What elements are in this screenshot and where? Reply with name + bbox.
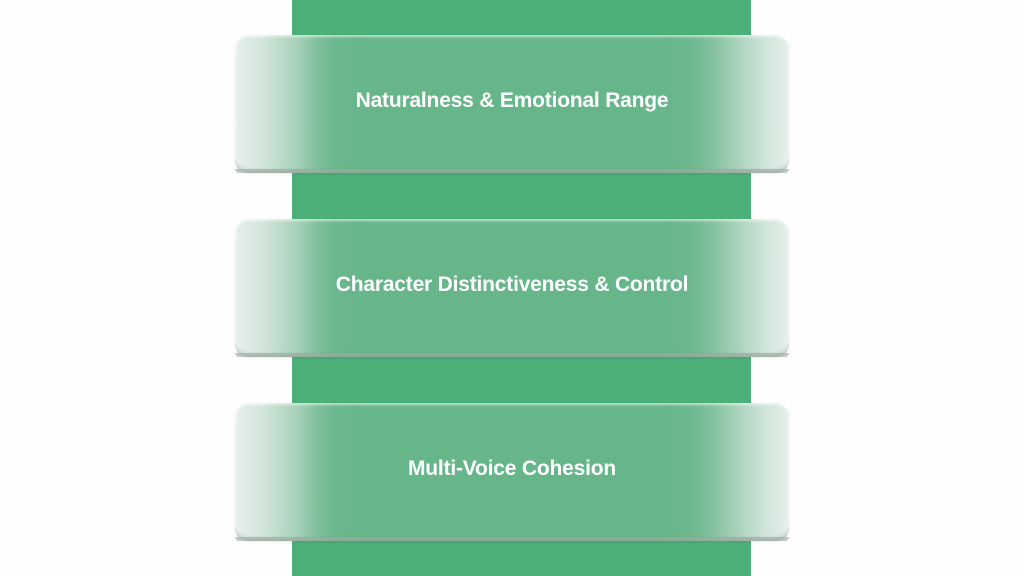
layer-label: Character Distinctiveness & Control <box>335 273 689 296</box>
layer-card-character-distinctiveness: Character Distinctiveness & Control <box>235 219 789 357</box>
layer-card-naturalness: Naturalness & Emotional Range <box>235 35 789 173</box>
layer-card-multi-voice-cohesion: Multi-Voice Cohesion <box>235 403 789 541</box>
layer-label: Naturalness & Emotional Range <box>355 89 669 112</box>
layer-label: Multi-Voice Cohesion <box>408 457 616 480</box>
